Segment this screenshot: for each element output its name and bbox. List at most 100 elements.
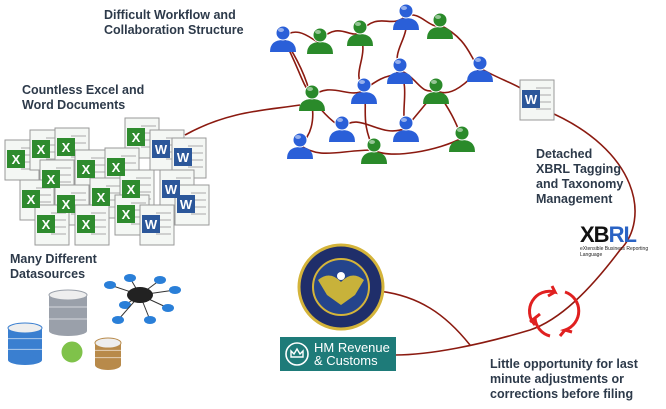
document-badge-letter: X [12,152,21,167]
document-badge [57,195,75,213]
person-body [299,99,325,111]
network-node [144,316,156,324]
person-head [356,77,372,93]
cycle-arrow [529,312,551,338]
person-body [449,140,475,152]
datasources-label: Many Different Datasources [10,252,97,281]
database-icon [7,322,43,365]
person-head [304,84,320,100]
person-icon [329,115,355,142]
connector-line [341,88,463,139]
document-badge-letter: W [155,142,168,157]
person-highlight [337,118,343,122]
xbrl-logo-b: RL [608,222,637,247]
document-badges [7,90,540,233]
person-icon [287,132,313,159]
workflow-label: Difficult Workflow and Collaboration Str… [104,8,244,37]
seal-eagle [318,275,364,305]
database-cylinder [95,343,121,365]
person-highlight [315,30,321,34]
person-body [347,34,373,46]
network-node [119,301,131,309]
person-body [393,18,419,30]
person-head [472,55,488,71]
document-badge [42,170,60,188]
refresh-cycle-icon [528,285,581,338]
person-highlight [475,58,481,62]
person-head [275,25,291,41]
document-badge [107,158,125,176]
document-badge [117,205,135,223]
hmrc-text: HM Revenue & Customs [314,340,390,368]
person-highlight [401,118,407,122]
document-badge [77,215,95,233]
database-top [7,322,43,334]
database-cylinder [49,295,87,331]
network-node [169,286,181,294]
database-bottom [49,326,87,336]
document-badge [32,140,50,158]
document-badge-letter: W [177,150,190,165]
person-icon [299,84,325,111]
document-badge [37,215,55,233]
documents-label: Countless Excel and Word Documents [22,83,145,112]
network-node [112,316,124,324]
document-badge [77,160,95,178]
document-badge-letter: X [132,130,141,145]
person-highlight [369,140,375,144]
document-badge-letter: X [62,197,71,212]
hmrc-logo: HM Revenue & Customs [280,337,396,371]
database-bottom [8,355,42,365]
person-head [432,12,448,28]
person-head [352,19,368,35]
person-highlight [395,60,401,64]
person-icon [270,25,296,52]
network-node [124,274,136,282]
person-highlight [355,22,361,26]
person-body [467,70,493,82]
document-badge-letter: X [27,192,36,207]
person-highlight [307,87,313,91]
person-body [287,147,313,159]
person-head [454,125,470,141]
person-highlight [435,15,441,19]
document-badge [177,195,195,213]
person-icon [361,137,387,164]
document-badge-letter: X [112,160,121,175]
person-icon [347,19,373,46]
document-badge-letter: X [82,162,91,177]
person-body [329,130,355,142]
person-head [292,132,308,148]
document-badge-letter: X [62,140,71,155]
network-node [162,304,174,312]
network-node [104,281,116,289]
network-hub [127,287,153,303]
person-head [428,77,444,93]
document-badge-letter: W [525,92,538,107]
xbrl-tagline: eXtensible Business Reporting Language [580,246,649,258]
person-icon [423,77,449,104]
document-badge [142,215,160,233]
sec-seal-icon [297,243,385,331]
xbrl-logo-a: XB [580,222,610,247]
database-top [48,289,88,301]
document-badge [127,128,145,146]
database-top [94,337,122,349]
adjustments-label: Little opportunity for last minute adjus… [490,357,638,401]
document-badge-letter: W [165,182,178,197]
person-icon [393,3,419,30]
document-badge-letter: W [180,197,193,212]
person-highlight [278,28,284,32]
database-icon [48,289,88,336]
document-badge [22,190,40,208]
person-body [307,42,333,54]
person-body [270,40,296,52]
person-icon [467,55,493,82]
sync-database-icon [60,340,84,364]
person-icon [393,115,419,142]
document-badge [522,90,540,108]
person-icon [387,57,413,84]
